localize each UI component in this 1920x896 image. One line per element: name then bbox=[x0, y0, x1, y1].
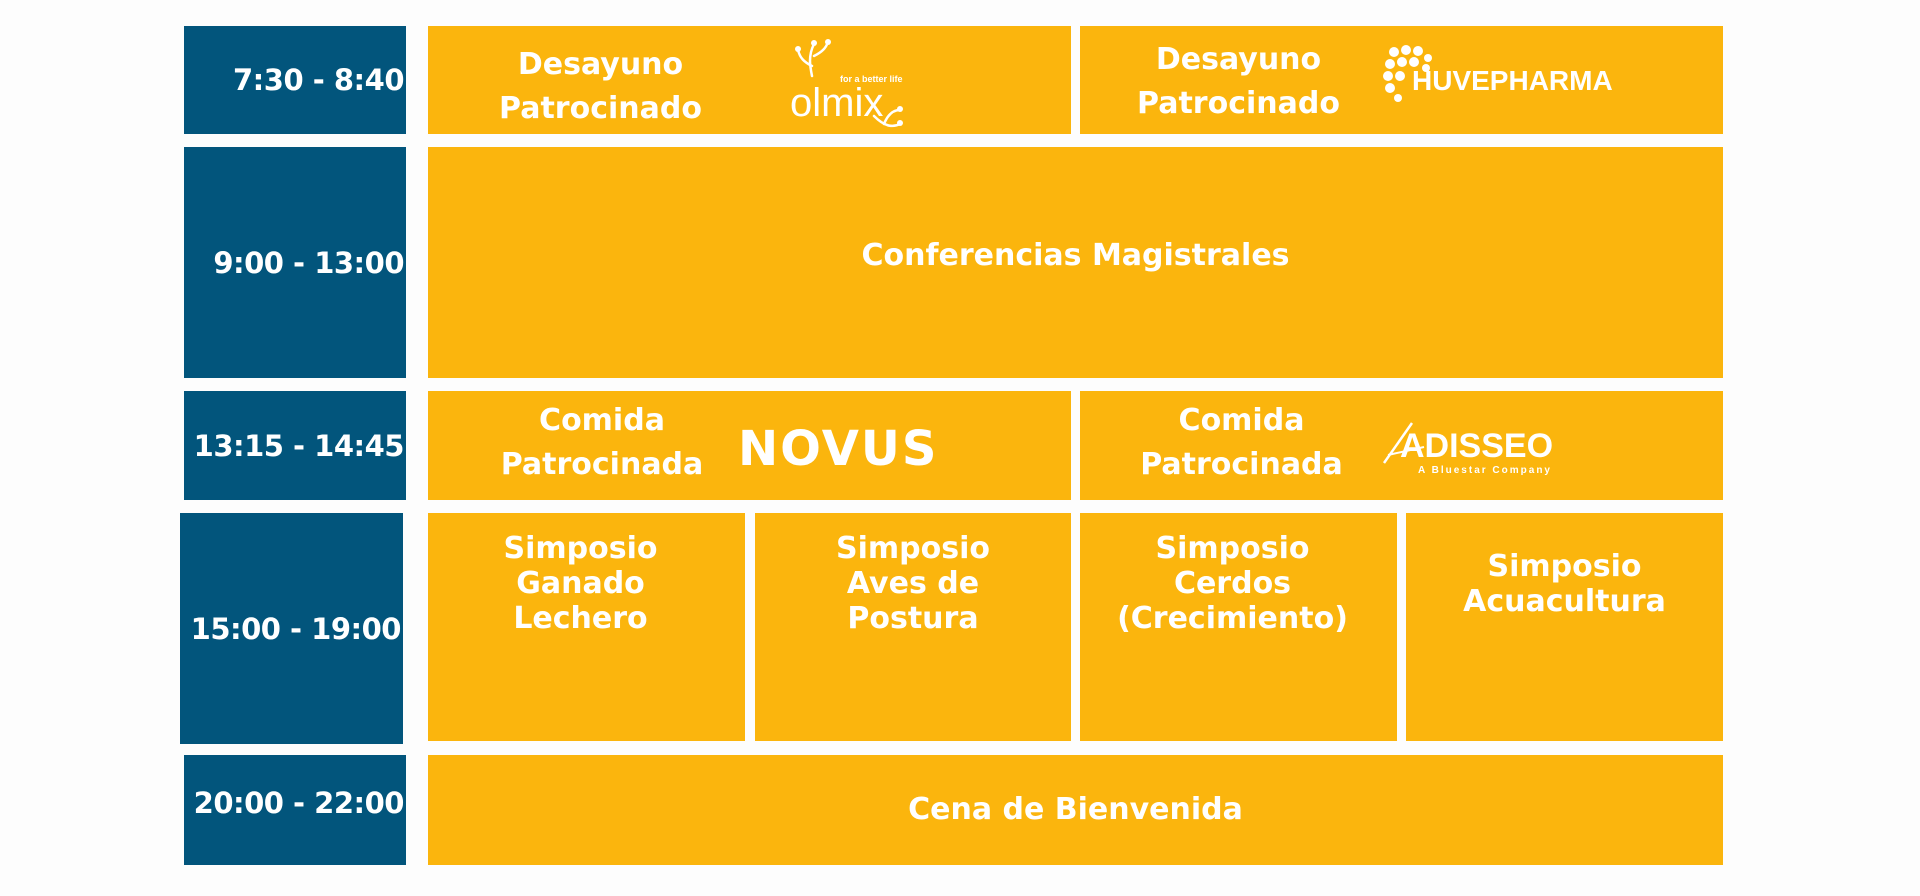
session-simposio-aves-de-postura: Simposio Aves de Postura bbox=[755, 513, 1071, 741]
olmix-tagline: for a better life bbox=[840, 74, 903, 84]
adisseo-wordmark: ADISSEO bbox=[1400, 427, 1553, 465]
time-slot-1: 7:30 - 8:40 bbox=[184, 26, 406, 134]
session-line-1: Simposio bbox=[503, 531, 658, 566]
time-slot-3: 13:15 - 14:45 bbox=[184, 391, 406, 500]
session-line-2: Patrocinada bbox=[500, 447, 704, 482]
session-line-3: (Crecimiento) bbox=[1117, 601, 1348, 636]
novus-logo: NOVUS bbox=[738, 421, 958, 471]
session-line-3: Lechero bbox=[513, 601, 648, 636]
time-label: 15:00 - 19:00 bbox=[190, 611, 402, 646]
session-line-2: Patrocinada bbox=[1140, 447, 1343, 482]
session-line-2: Acuacultura bbox=[1463, 584, 1666, 619]
olmix-logo: for a better life olmix bbox=[784, 36, 904, 134]
huvepharma-wordmark: HUVEPHARMA bbox=[1412, 65, 1613, 96]
session-comida-adisseo: Comida Patrocinada ADISSEO A Bluestar Co… bbox=[1080, 391, 1723, 500]
session-line-3: Postura bbox=[847, 601, 979, 636]
novus-wordmark: NOVUS bbox=[738, 421, 938, 471]
session-line-1: Desayuno bbox=[517, 47, 684, 82]
session-line-1: Comida bbox=[1178, 403, 1305, 438]
session-line-1: Simposio bbox=[836, 531, 990, 566]
session-cena-de-bienvenida: Cena de Bienvenida bbox=[428, 755, 1723, 865]
session-label: Comida Patrocinada bbox=[1080, 399, 1403, 487]
adisseo-logo: ADISSEO A Bluestar Company bbox=[1382, 419, 1602, 479]
session-line-2: Cerdos bbox=[1173, 566, 1292, 601]
adisseo-tagline: A Bluestar Company bbox=[1418, 465, 1552, 476]
session-comida-novus: Comida Patrocinada NOVUS bbox=[428, 391, 1071, 500]
time-label: 13:15 - 14:45 bbox=[193, 428, 405, 463]
session-line-2: Patrocinado bbox=[499, 91, 702, 126]
session-conferencias-magistrales: Conferencias Magistrales bbox=[428, 147, 1723, 378]
session-line-2: Ganado bbox=[516, 566, 645, 601]
session-simposio-cerdos: Simposio Cerdos (Crecimiento) bbox=[1080, 513, 1397, 741]
session-label: Desayuno Patrocinado bbox=[428, 43, 773, 131]
session-line-1: Simposio bbox=[1487, 549, 1642, 584]
huvepharma-logo: HUVEPHARMA bbox=[1382, 42, 1622, 114]
session-simposio-ganado-lechero: Simposio Ganado Lechero bbox=[428, 513, 745, 741]
time-slot-5: 20:00 - 22:00 bbox=[184, 755, 406, 865]
session-line-1: Simposio bbox=[1155, 531, 1310, 566]
session-desayuno-huvepharma: Desayuno Patrocinado HUVEPHARMA bbox=[1080, 26, 1723, 134]
time-label: 20:00 - 22:00 bbox=[193, 786, 405, 820]
session-label: Comida Patrocinada bbox=[428, 399, 776, 487]
session-line-2: Aves de bbox=[846, 566, 980, 601]
session-line-1: Desayuno bbox=[1155, 42, 1322, 77]
olmix-wordmark: olmix bbox=[790, 81, 883, 125]
time-label: 7:30 - 8:40 bbox=[233, 63, 405, 97]
session-desayuno-olmix: Desayuno Patrocinado for a better life o… bbox=[428, 26, 1071, 134]
session-simposio-acuacultura: Simposio Acuacultura bbox=[1406, 513, 1723, 741]
time-slot-2: 9:00 - 13:00 bbox=[184, 147, 406, 378]
time-slot-4: 15:00 - 19:00 bbox=[180, 513, 403, 744]
session-title: Cena de Bienvenida bbox=[908, 792, 1243, 827]
session-label: Desayuno Patrocinado bbox=[1080, 38, 1397, 126]
time-label: 9:00 - 13:00 bbox=[213, 245, 404, 280]
session-line-2: Patrocinado bbox=[1137, 86, 1340, 121]
session-line-1: Comida bbox=[539, 403, 665, 438]
session-title: Conferencias Magistrales bbox=[861, 237, 1290, 273]
